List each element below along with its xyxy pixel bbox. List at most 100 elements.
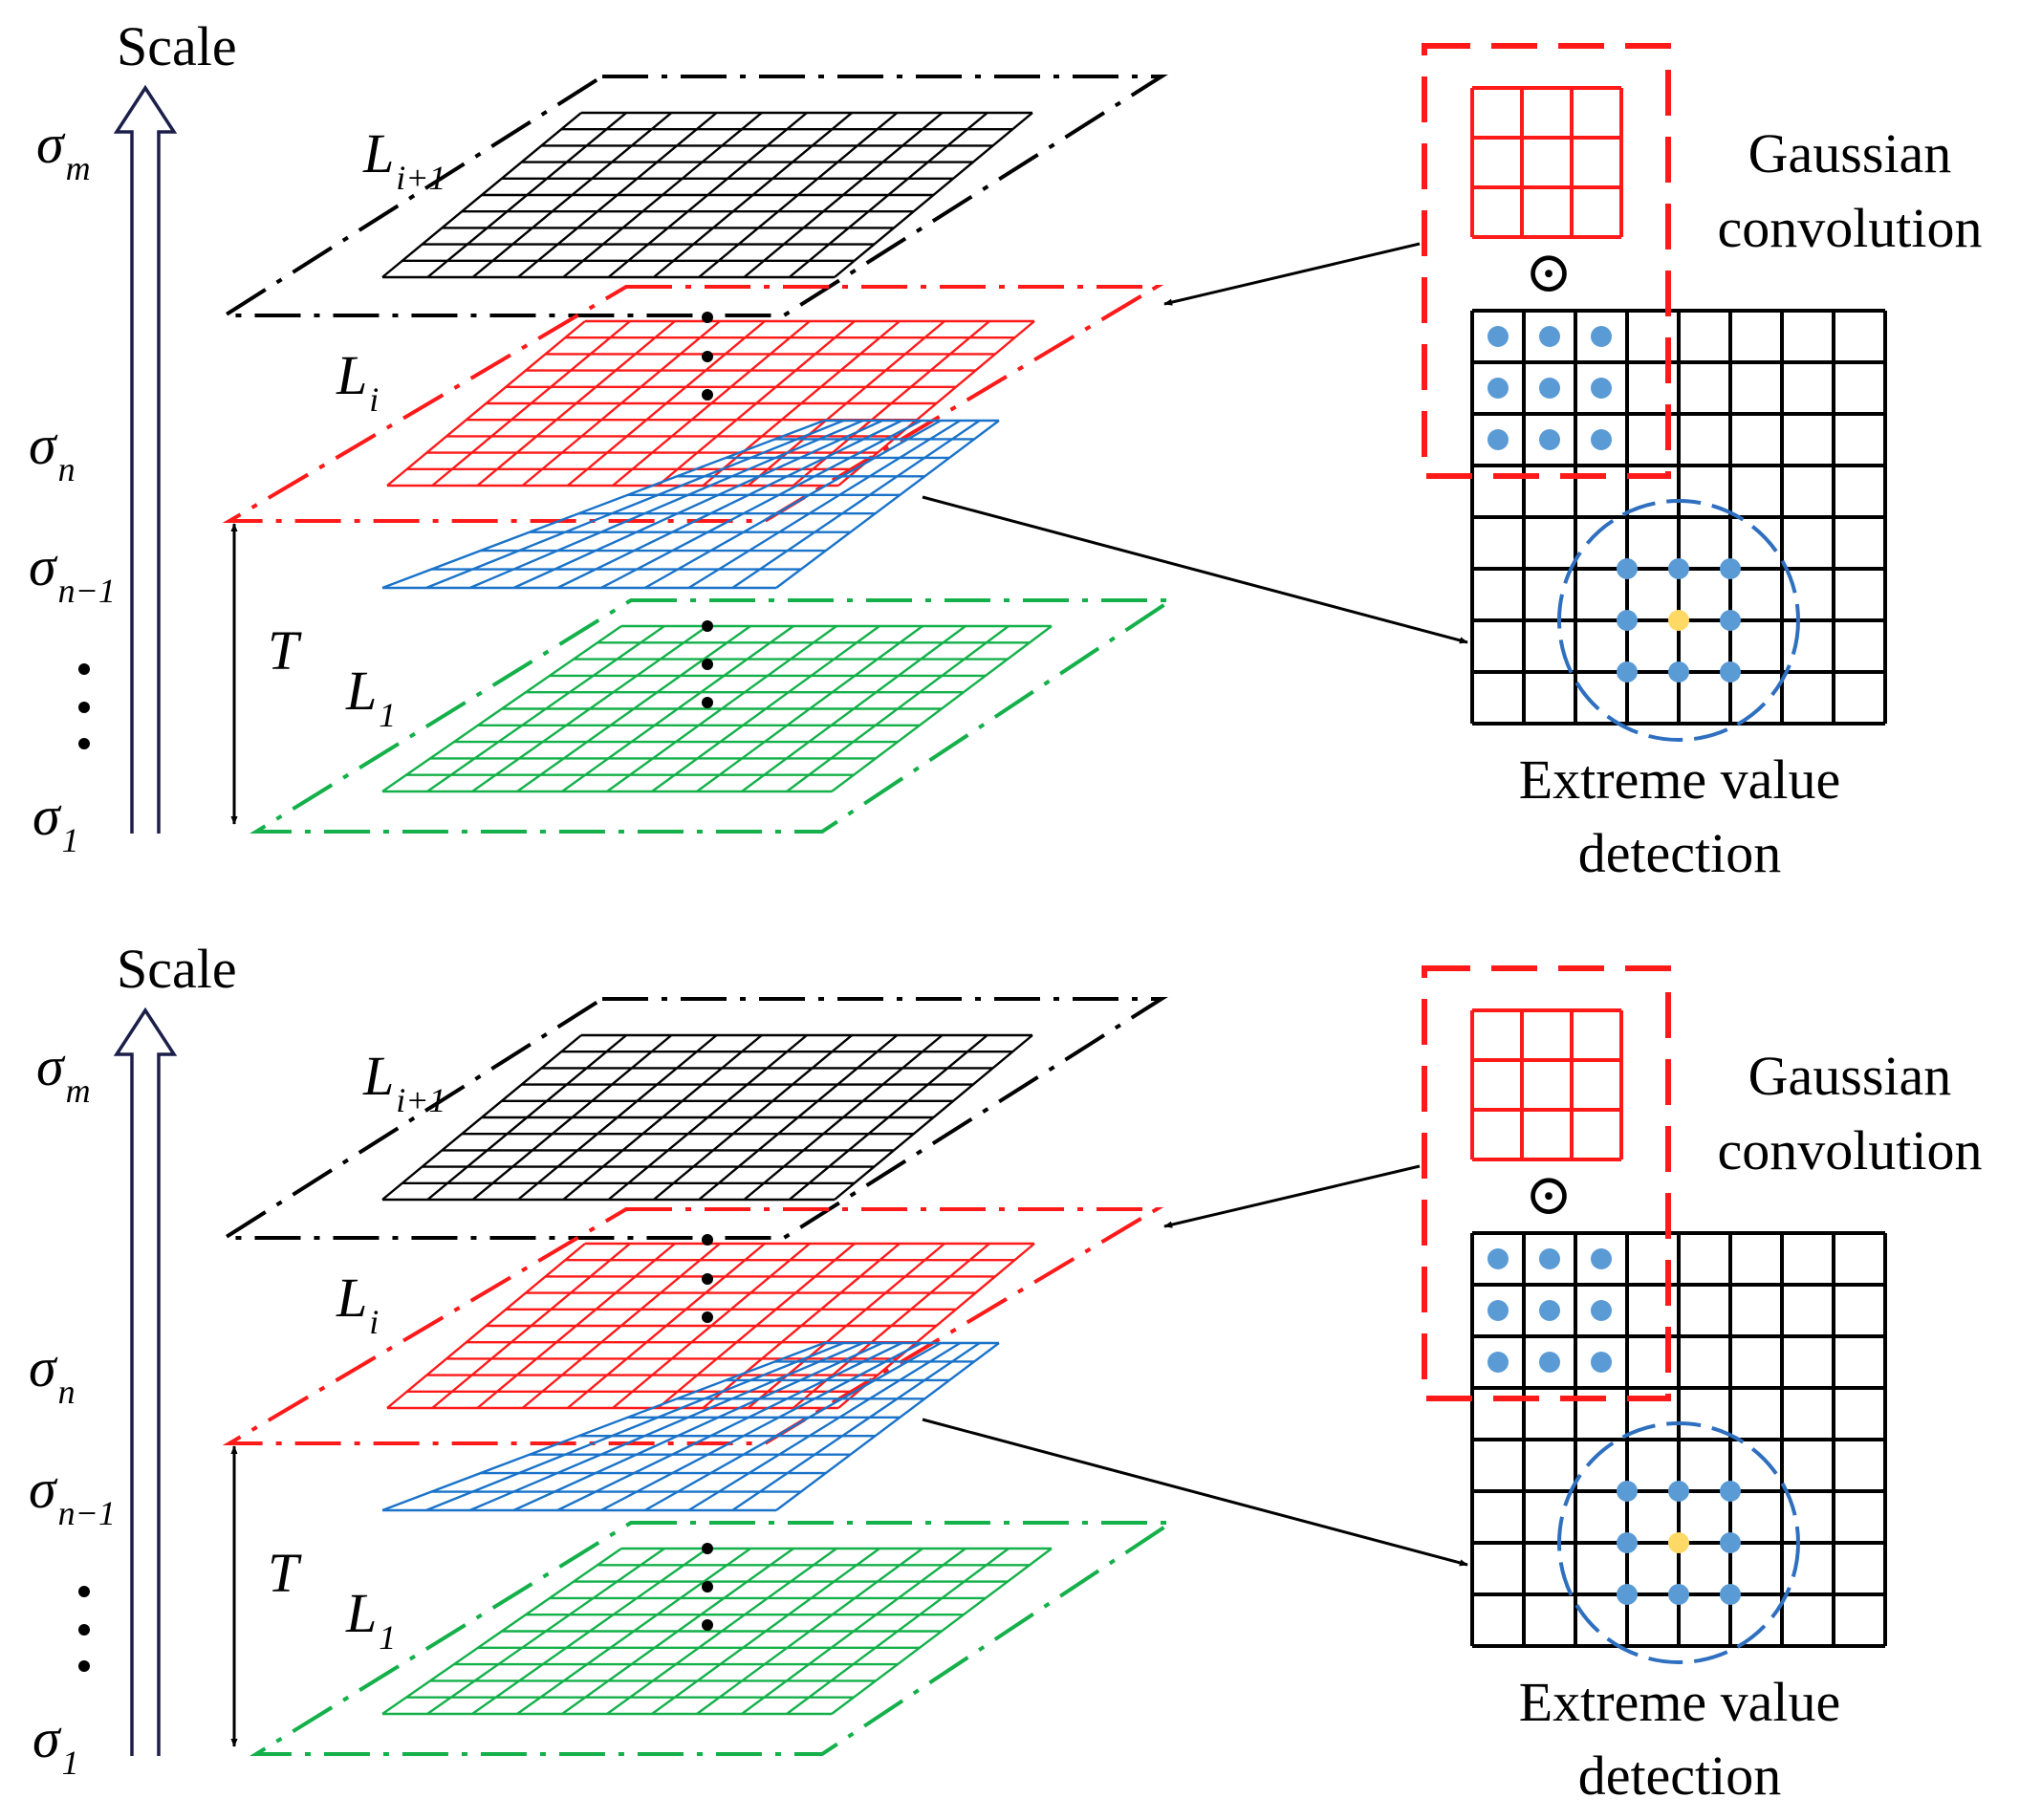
grid-top-vline xyxy=(653,1034,853,1201)
grid-base-vline xyxy=(831,1548,1053,1715)
plane-base xyxy=(249,1521,1178,1756)
neighbour-point xyxy=(1617,1481,1638,1502)
panel-top: Scaleσmσnσn−1σ1Li+1LiL1T⊙Gaussianconvolu… xyxy=(29,15,1983,884)
sigma-label-0-base: σ xyxy=(36,113,66,175)
sigma-label-0-base: σ xyxy=(36,1035,66,1097)
neighbour-point xyxy=(1617,1532,1638,1553)
grid-offset-vline xyxy=(644,419,942,590)
layer-label-top-base: L xyxy=(362,122,394,184)
convolution-operator: ⊙ xyxy=(1525,241,1573,304)
grid-offset-vline xyxy=(469,1341,864,1512)
sigma-label-1-base: σ xyxy=(29,1336,58,1398)
grid-top xyxy=(381,111,1033,279)
grid-top-vline xyxy=(743,1034,944,1201)
neighbour-point xyxy=(1617,610,1638,631)
grid-current xyxy=(386,319,1035,488)
period-label: T xyxy=(268,1542,302,1604)
layer-label-base-subscript: 1 xyxy=(379,696,396,734)
layer-label-base-base: L xyxy=(345,1582,377,1644)
stack-dot xyxy=(702,697,713,708)
grid-base-vline xyxy=(741,1548,966,1715)
sigma-label-3: σ1 xyxy=(33,785,79,859)
grid-to-image-arrow xyxy=(922,495,1468,644)
scale-label: Scale xyxy=(117,15,237,77)
kernel-to-plane-arrow xyxy=(1163,1164,1421,1228)
neighbour-point xyxy=(1668,1584,1689,1605)
layer-label-current-base: L xyxy=(336,344,367,406)
neighbour-point xyxy=(1720,610,1741,631)
kernel-point xyxy=(1591,1352,1612,1373)
kernel-point xyxy=(1539,326,1560,347)
grid-base-vline xyxy=(786,625,1010,792)
sigma-label-2-subscript: n−1 xyxy=(58,572,116,610)
grid-top-vline xyxy=(698,1034,899,1201)
grid-base xyxy=(381,624,1053,793)
grid-top-vline xyxy=(788,1034,988,1201)
kernel-point xyxy=(1591,429,1612,450)
sigma-label-0-subscript: m xyxy=(66,1072,91,1110)
sigma-label-2: σn−1 xyxy=(29,535,116,610)
extreme-label-line2: detection xyxy=(1578,1744,1782,1807)
detection-circle xyxy=(1557,1421,1800,1664)
ellipsis-dot xyxy=(78,663,90,675)
grid-base-vline xyxy=(651,1548,880,1715)
neighbour-point xyxy=(1617,661,1638,682)
sigma-label-1: σn xyxy=(29,414,76,488)
stack-dot xyxy=(702,389,713,401)
layer-label-top-subscript: i+1 xyxy=(396,159,445,197)
kernel-to-plane-arrow xyxy=(1163,242,1421,306)
stack-dot xyxy=(702,312,713,323)
sigma-label-1-base: σ xyxy=(29,414,58,476)
grid-offset-vline xyxy=(512,1341,883,1512)
sigma-label-0-subscript: m xyxy=(66,149,91,187)
grid-offset-vline xyxy=(469,419,864,590)
neighbour-point xyxy=(1668,661,1689,682)
grid-top-vline xyxy=(743,112,944,278)
grid-offset xyxy=(381,1341,1000,1512)
sigma-label-1-subscript: n xyxy=(58,1373,76,1411)
layer-label-base-base: L xyxy=(345,660,377,722)
kernel-point xyxy=(1487,1352,1509,1373)
gaussian-label-line2: convolution xyxy=(1717,197,1982,259)
scale-arrow xyxy=(113,84,178,834)
grid-to-image-arrow xyxy=(922,1418,1468,1567)
layer-label-top-base: L xyxy=(362,1045,394,1107)
layer-label-current-subscript: i xyxy=(369,380,379,419)
plane-current xyxy=(222,285,1164,523)
detection-circle xyxy=(1557,499,1800,742)
layer-label-top-subscript: i+1 xyxy=(396,1081,445,1119)
neighbour-point xyxy=(1617,558,1638,579)
sigma-label-3-subscript: 1 xyxy=(62,1744,79,1782)
image-grid xyxy=(1470,1231,1887,1648)
sigma-label-1: σn xyxy=(29,1336,76,1411)
extreme-label-line1: Extreme value xyxy=(1519,1671,1841,1733)
kernel-point xyxy=(1539,1300,1560,1321)
gaussian-label-line2: convolution xyxy=(1717,1119,1982,1181)
extreme-label-line1: Extreme value xyxy=(1519,748,1841,811)
kernel-point xyxy=(1539,1248,1560,1269)
layer-label-base: L1 xyxy=(345,1582,396,1657)
grid-top-vline xyxy=(834,112,1033,278)
grid-current-vline xyxy=(657,1243,856,1409)
kernel-point xyxy=(1487,378,1509,399)
extreme-label-line2: detection xyxy=(1578,822,1782,884)
kernel-point xyxy=(1487,326,1509,347)
ellipsis-dot xyxy=(78,1660,90,1672)
kernel-point xyxy=(1591,326,1612,347)
convolution-operator: ⊙ xyxy=(1525,1163,1573,1226)
kernel-point xyxy=(1487,1300,1509,1321)
sigma-label-3-base: σ xyxy=(33,785,62,847)
sigma-label-2-base: σ xyxy=(29,1458,58,1520)
grid-current-vline xyxy=(657,320,856,487)
kernel-point xyxy=(1539,378,1560,399)
layer-label-current-base: L xyxy=(336,1267,367,1329)
kernel-point xyxy=(1591,1248,1612,1269)
scale-arrow-outline xyxy=(113,84,178,834)
stack-dot xyxy=(702,1311,713,1323)
layer-label-current: Li xyxy=(336,1267,379,1341)
layer-label-current: Li xyxy=(336,344,379,419)
kernel-point xyxy=(1539,1352,1560,1373)
stack-dot xyxy=(702,659,713,670)
stack-dot xyxy=(702,1619,713,1631)
